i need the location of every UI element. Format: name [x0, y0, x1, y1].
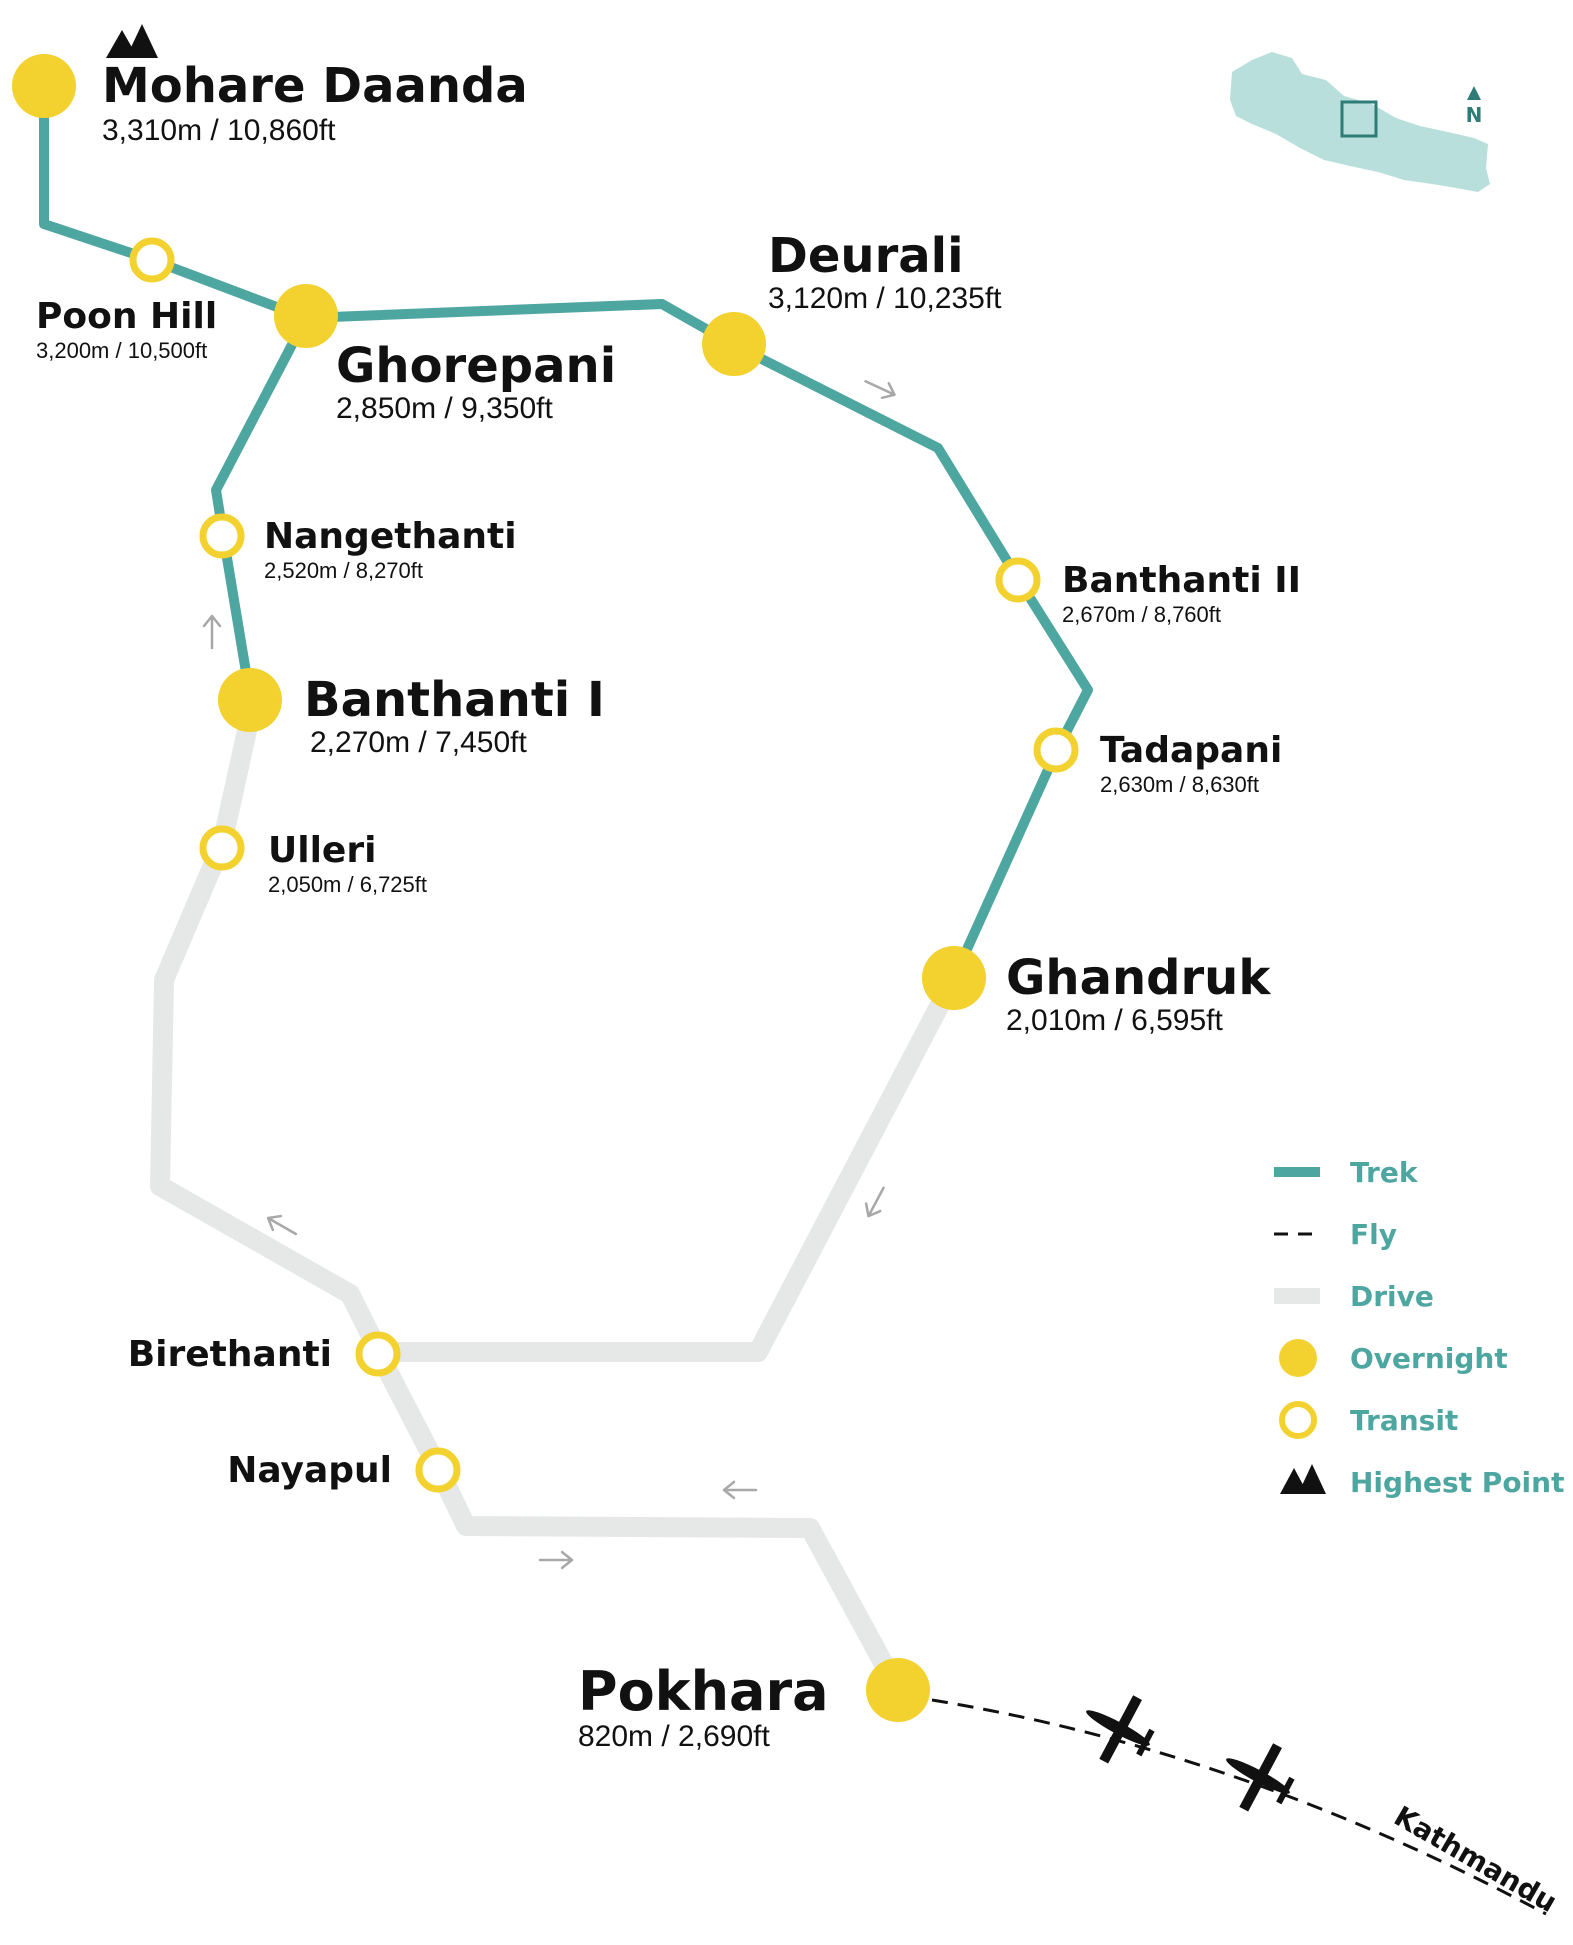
overnight-markers — [12, 54, 986, 1722]
marker-banthanti-i — [218, 668, 282, 732]
nepal-locator-inset: N — [1230, 52, 1490, 192]
drive-segment-east — [368, 968, 964, 1362]
place-altitude-ghandruk: 2,010m / 6,595ft — [1006, 1004, 1223, 1037]
arrow-icon — [864, 1186, 885, 1218]
arrow-icon — [722, 1480, 758, 1500]
place-altitude-deurali: 3,120m / 10,235ft — [768, 282, 1002, 315]
legend-drive-label: Drive — [1350, 1280, 1434, 1313]
place-altitude-nangethanti: 2,520m / 8,270ft — [264, 558, 423, 583]
legend-fly-label: Fly — [1350, 1218, 1397, 1251]
legend-trek-label: Trek — [1350, 1156, 1419, 1189]
place-altitude-banthanti-i: 2,270m / 7,450ft — [310, 726, 527, 759]
place-name-ulleri: Ulleri — [268, 830, 376, 871]
marker-mohare-daanda — [12, 54, 76, 118]
marker-banthanti-ii — [995, 557, 1041, 603]
place-name-ghorepani: Ghorepani — [336, 338, 616, 394]
place-name-banthanti-ii: Banthanti II — [1062, 560, 1301, 601]
place-name-ghandruk: Ghandruk — [1006, 950, 1271, 1006]
marker-tadapani — [1033, 727, 1079, 773]
compass-label: N — [1466, 103, 1483, 127]
place-name-birethanti: Birethanti — [128, 1334, 332, 1375]
place-name-pokhara: Pokhara — [578, 1660, 829, 1723]
arrow-icon — [538, 1550, 574, 1570]
legend: Trek Fly Drive Overnight Transit Highest… — [1274, 1156, 1564, 1499]
place-name-poon-hill: Poon Hill — [36, 296, 217, 337]
region-marker-square — [1340, 100, 1378, 138]
legend-highest-label: Highest Point — [1350, 1466, 1564, 1499]
legend-overnight-label: Overnight — [1350, 1342, 1508, 1375]
compass-north-arrow-icon — [1467, 86, 1481, 100]
legend-transit-label: Transit — [1350, 1404, 1458, 1437]
airplane-icon — [1226, 1743, 1295, 1812]
nepal-country-shape — [1230, 52, 1490, 192]
place-altitude-tadapani: 2,630m / 8,630ft — [1100, 772, 1259, 797]
place-name-mohare-daanda: Mohare Daanda — [102, 58, 528, 114]
place-altitude-mohare-daanda: 3,310m / 10,860ft — [102, 114, 336, 147]
place-name-nangethanti: Nangethanti — [264, 516, 517, 557]
drive-segment-west — [150, 698, 388, 1360]
legend-highest-mountain-icon — [1280, 1464, 1326, 1494]
arrow-icon — [266, 1214, 298, 1236]
direction-arrows — [202, 379, 896, 1570]
place-name-nayapul: Nayapul — [227, 1450, 392, 1491]
place-altitude-banthanti-ii: 2,670m / 8,760ft — [1062, 602, 1221, 627]
marker-pokhara — [866, 1658, 930, 1722]
legend-overnight-swatch — [1279, 1339, 1317, 1377]
transit-markers — [129, 237, 1079, 1493]
place-altitude-poon-hill: 3,200m / 10,500ft — [36, 338, 207, 363]
trek-segment-west — [39, 81, 311, 713]
marker-deurali — [702, 312, 766, 376]
fly-route — [931, 1698, 1547, 1916]
place-altitude-ghorepani: 2,850m / 9,350ft — [336, 392, 553, 425]
drive-segment-pokhara — [368, 1342, 908, 1700]
place-altitude-pokhara: 820m / 2,690ft — [578, 1720, 770, 1753]
place-labels: Mohare Daanda 3,310m / 10,860ft Poon Hil… — [36, 58, 1301, 1753]
airplane-icon — [1086, 1695, 1155, 1764]
place-altitude-ulleri: 2,050m / 6,725ft — [268, 872, 427, 897]
place-name-banthanti-i: Banthanti I — [304, 672, 605, 728]
marker-ulleri — [199, 825, 245, 871]
marker-poon-hill — [129, 237, 175, 283]
arrow-icon — [202, 614, 222, 650]
marker-nayapul — [415, 1447, 461, 1493]
place-name-tadapani: Tadapani — [1100, 730, 1282, 771]
place-name-deurali: Deurali — [768, 228, 964, 284]
marker-nangethanti — [199, 513, 245, 559]
marker-ghorepani — [274, 284, 338, 348]
kathmandu-label: Kathmandu — [1389, 1799, 1563, 1919]
arrow-icon — [864, 379, 896, 400]
drive-route — [150, 698, 964, 1700]
mountain-icon — [106, 24, 158, 58]
marker-birethanti — [355, 1331, 401, 1377]
marker-ghandruk — [922, 946, 986, 1010]
legend-transit-swatch — [1279, 1401, 1317, 1439]
